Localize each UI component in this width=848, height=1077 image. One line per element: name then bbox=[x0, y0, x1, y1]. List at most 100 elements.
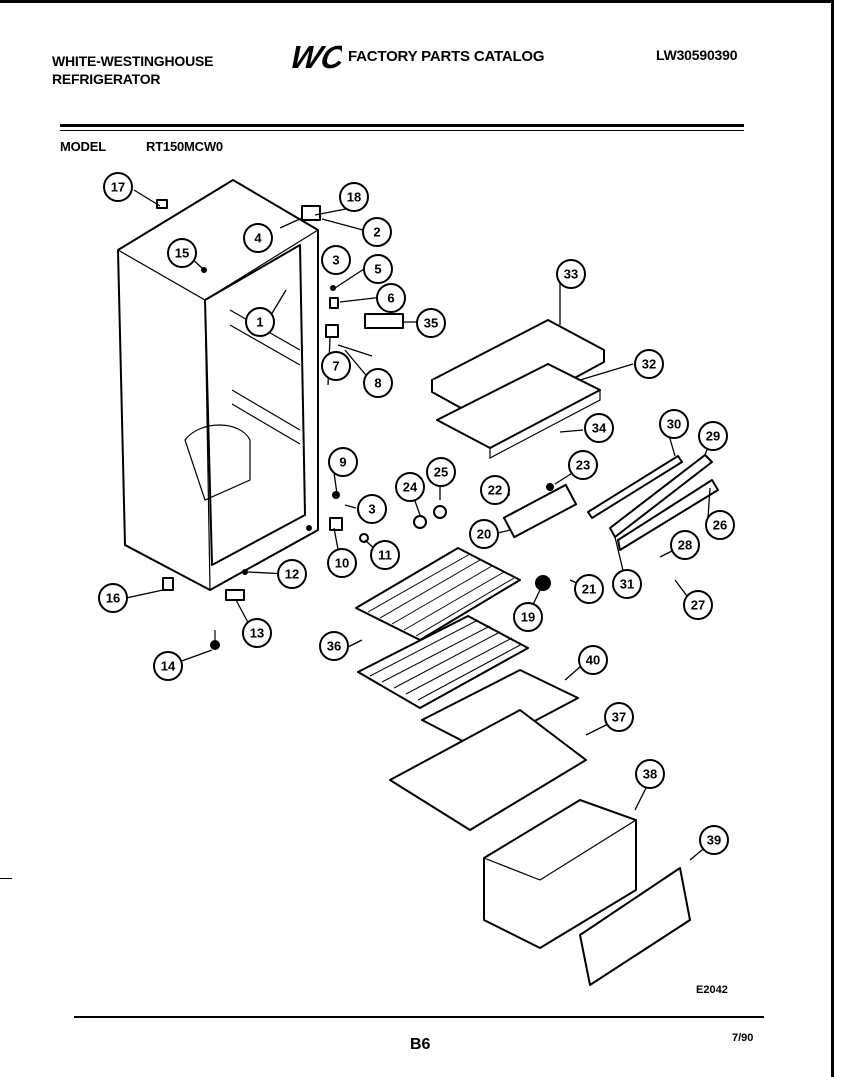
callout-24: 24 bbox=[395, 472, 425, 502]
svg-text:23: 23 bbox=[576, 458, 590, 473]
svg-text:35: 35 bbox=[424, 316, 438, 331]
callout-35: 35 bbox=[416, 308, 446, 338]
callout-33: 33 bbox=[556, 259, 586, 289]
header-rule-thin bbox=[60, 130, 744, 131]
header-rule bbox=[60, 124, 744, 127]
callout-9: 9 bbox=[328, 447, 358, 477]
figure-code: E2042 bbox=[696, 984, 728, 996]
callout-27: 27 bbox=[683, 590, 713, 620]
callout-29: 29 bbox=[698, 421, 728, 451]
small-hardware bbox=[156, 199, 404, 650]
callout-4: 4 bbox=[243, 223, 273, 253]
footer-rule bbox=[74, 1016, 764, 1018]
svg-text:16: 16 bbox=[106, 591, 120, 606]
svg-text:1: 1 bbox=[256, 315, 263, 330]
svg-text:4: 4 bbox=[254, 231, 262, 246]
svg-text:37: 37 bbox=[612, 710, 626, 725]
svg-text:30: 30 bbox=[667, 417, 681, 432]
callout-34: 34 bbox=[584, 413, 614, 443]
callout-1: 1 bbox=[245, 307, 275, 337]
model-label: MODEL bbox=[60, 139, 106, 154]
svg-text:20: 20 bbox=[477, 527, 491, 542]
callout-37: 37 bbox=[604, 702, 634, 732]
callout-2: 2 bbox=[362, 217, 392, 247]
callout-38: 38 bbox=[635, 759, 665, 789]
callout-11: 11 bbox=[370, 540, 400, 570]
brand-name: WHITE-WESTINGHOUSE bbox=[52, 53, 214, 69]
svg-text:5: 5 bbox=[374, 262, 381, 277]
callout-12: 12 bbox=[277, 559, 307, 589]
svg-text:34: 34 bbox=[592, 421, 607, 436]
svg-text:15: 15 bbox=[175, 246, 189, 261]
wci-logo: WCI bbox=[287, 39, 342, 74]
callout-8: 8 bbox=[363, 368, 393, 398]
svg-text:14: 14 bbox=[161, 659, 176, 674]
callout-3b: 3 bbox=[357, 494, 387, 524]
callout-36: 36 bbox=[319, 631, 349, 661]
callout-15: 15 bbox=[167, 238, 197, 268]
svg-text:12: 12 bbox=[285, 567, 299, 582]
callout-40: 40 bbox=[578, 645, 608, 675]
callout-28: 28 bbox=[670, 530, 700, 560]
callout-39: 39 bbox=[699, 825, 729, 855]
callout-19: 19 bbox=[513, 602, 543, 632]
callout-13: 13 bbox=[242, 618, 272, 648]
svg-text:40: 40 bbox=[586, 653, 600, 668]
logo-text: WCI bbox=[287, 39, 342, 74]
callout-32: 32 bbox=[634, 349, 664, 379]
svg-text:31: 31 bbox=[620, 577, 634, 592]
document-number: LW30590390 bbox=[656, 47, 738, 63]
model-number: RT150MCW0 bbox=[146, 139, 223, 154]
callout-21: 21 bbox=[574, 574, 604, 604]
callout-25: 25 bbox=[426, 457, 456, 487]
wire-shelves bbox=[355, 547, 529, 709]
svg-text:13: 13 bbox=[250, 626, 264, 641]
callout-23: 23 bbox=[568, 450, 598, 480]
callout-22: 22 bbox=[480, 475, 510, 505]
svg-text:25: 25 bbox=[434, 465, 448, 480]
svg-text:26: 26 bbox=[713, 518, 727, 533]
svg-text:24: 24 bbox=[403, 480, 418, 495]
margin-tick bbox=[0, 878, 12, 879]
callout-31: 31 bbox=[612, 569, 642, 599]
callout-18: 18 bbox=[339, 182, 369, 212]
svg-text:38: 38 bbox=[643, 767, 657, 782]
callout-26: 26 bbox=[705, 510, 735, 540]
svg-text:29: 29 bbox=[706, 429, 720, 444]
callout-10: 10 bbox=[327, 548, 357, 578]
svg-text:21: 21 bbox=[582, 582, 596, 597]
callout-6: 6 bbox=[376, 283, 406, 313]
callout-16: 16 bbox=[98, 583, 128, 613]
svg-text:9: 9 bbox=[339, 455, 346, 470]
svg-text:17: 17 bbox=[111, 180, 125, 195]
page-date: 7/90 bbox=[732, 1032, 754, 1044]
svg-text:8: 8 bbox=[374, 376, 381, 391]
callout-5: 5 bbox=[363, 254, 393, 284]
svg-text:7: 7 bbox=[332, 359, 339, 374]
callout-3: 3 bbox=[321, 245, 351, 275]
product-type: REFRIGERATOR bbox=[52, 71, 161, 87]
exploded-parts-diagram: 1 2 3 3 4 5 6 7 8 9 10 11 12 13 14 15 16… bbox=[98, 172, 735, 986]
svg-text:2: 2 bbox=[373, 225, 380, 240]
brand-block: WHITE-WESTINGHOUSE REFRIGERATOR bbox=[52, 52, 282, 88]
svg-text:11: 11 bbox=[378, 548, 392, 563]
crisper-assembly bbox=[389, 669, 691, 986]
svg-text:18: 18 bbox=[347, 190, 361, 205]
svg-text:3: 3 bbox=[368, 502, 375, 517]
callout-7: 7 bbox=[321, 351, 351, 381]
meat-tray-rails bbox=[413, 454, 719, 591]
svg-text:22: 22 bbox=[488, 483, 502, 498]
page-number: B6 bbox=[410, 1036, 431, 1053]
svg-text:36: 36 bbox=[327, 639, 341, 654]
svg-text:3: 3 bbox=[332, 253, 339, 268]
svg-text:6: 6 bbox=[387, 291, 394, 306]
freezer-shelf-assembly bbox=[431, 319, 605, 459]
svg-text:28: 28 bbox=[678, 538, 692, 553]
cabinet bbox=[117, 179, 319, 591]
callout-17: 17 bbox=[103, 172, 133, 202]
callout-14: 14 bbox=[153, 651, 183, 681]
svg-text:10: 10 bbox=[335, 556, 349, 571]
svg-text:33: 33 bbox=[564, 267, 578, 282]
svg-text:39: 39 bbox=[707, 833, 721, 848]
